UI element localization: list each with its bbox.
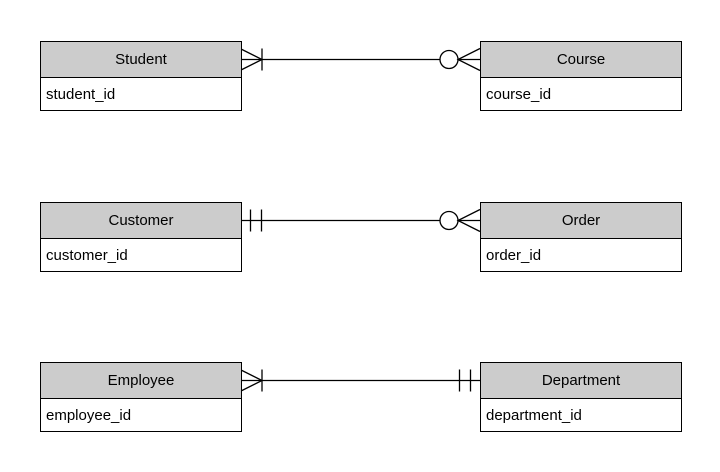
attribute-name: employee_id <box>46 406 132 424</box>
double-bar-one-and-only-one-icon <box>249 209 263 232</box>
entity-department: Department department_id <box>480 362 682 432</box>
entity-name: Department <box>541 372 621 389</box>
entity-name: Course <box>556 51 606 68</box>
ring-crows-foot-zero-or-many-icon <box>439 208 481 233</box>
entity-customer-header: Customer <box>41 203 241 239</box>
entity-customer-attribute-row: customer_id <box>41 239 241 271</box>
entity-employee-attribute-row: employee_id <box>41 399 241 431</box>
entity-department-header: Department <box>481 363 681 399</box>
entity-order: Order order_id <box>480 202 682 272</box>
entity-order-attribute-row: order_id <box>481 239 681 271</box>
entity-student-attribute-row: student_id <box>41 78 241 110</box>
entity-employee: Employee employee_id <box>40 362 242 432</box>
attribute-name: order_id <box>486 246 542 264</box>
crows-foot-one-or-many-icon <box>239 368 264 393</box>
entity-student-header: Student <box>41 42 241 78</box>
entity-customer: Customer customer_id <box>40 202 242 272</box>
relationship-student-course <box>239 47 481 72</box>
entity-course-header: Course <box>481 42 681 78</box>
entity-name: Customer <box>108 212 174 229</box>
entity-name: Order <box>561 212 601 229</box>
relationship-customer-order <box>240 208 481 233</box>
double-bar-one-and-only-one-icon <box>458 369 472 392</box>
entity-employee-header: Employee <box>41 363 241 399</box>
attribute-name: student_id <box>46 85 116 103</box>
crows-foot-one-or-many-icon <box>239 47 264 72</box>
entity-order-header: Order <box>481 203 681 239</box>
attribute-name: department_id <box>486 406 582 424</box>
attribute-name: customer_id <box>46 246 128 264</box>
entity-course: Course course_id <box>480 41 682 111</box>
entity-department-attribute-row: department_id <box>481 399 681 431</box>
relationship-employee-department <box>239 368 480 393</box>
ring-crows-foot-zero-or-many-icon <box>439 47 481 72</box>
entity-name: Student <box>115 51 167 68</box>
entity-name: Employee <box>107 372 175 389</box>
attribute-name: course_id <box>486 85 552 103</box>
entity-student: Student student_id <box>40 41 242 111</box>
entity-course-attribute-row: course_id <box>481 78 681 110</box>
